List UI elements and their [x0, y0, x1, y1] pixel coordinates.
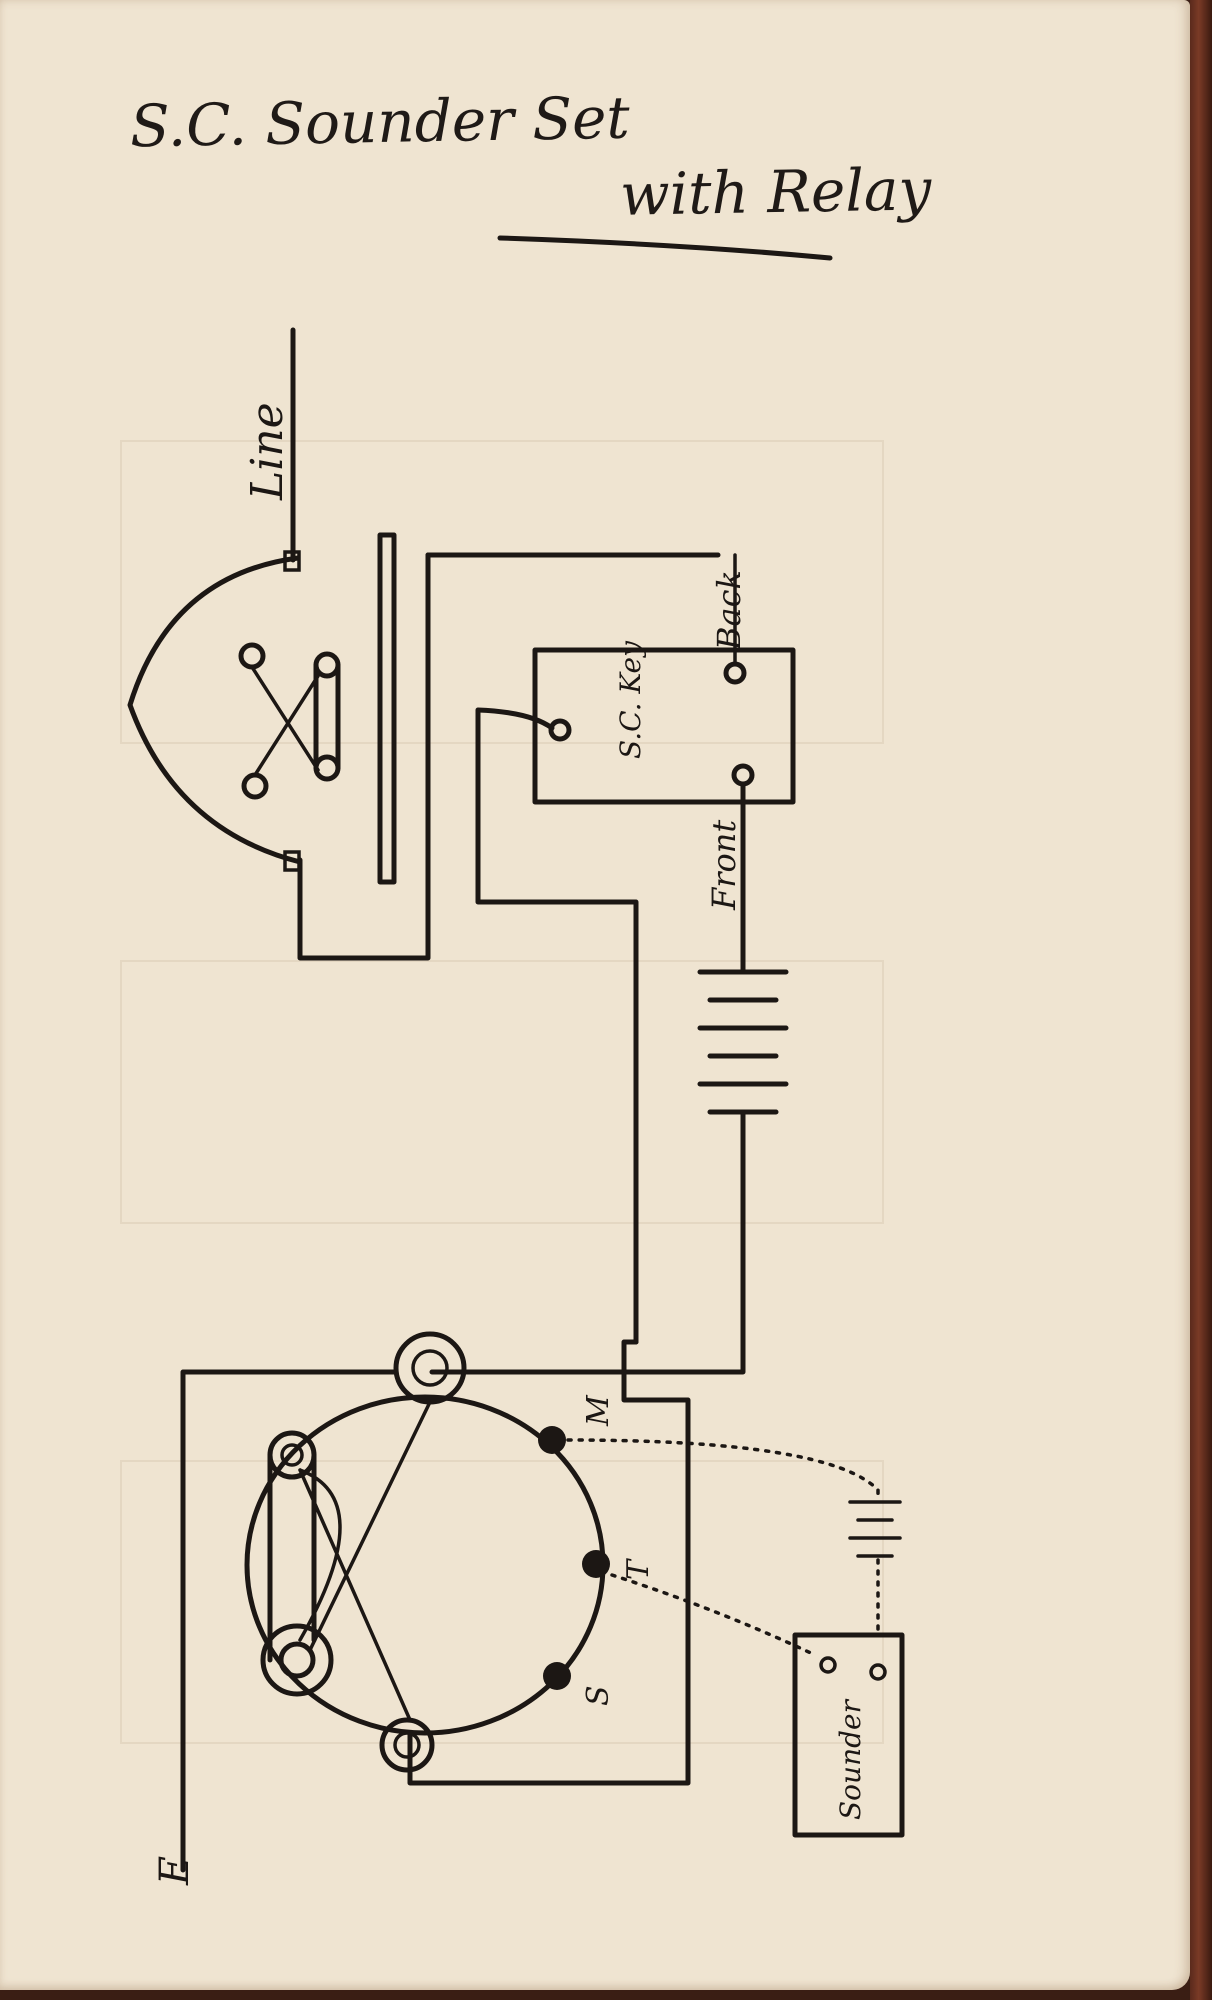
key-to-relay-wire: [475, 707, 639, 1345]
transmitter-link-bar: [267, 1452, 317, 1663]
sc-key-box: [532, 647, 796, 805]
terminal-s-label: S: [581, 1685, 616, 1706]
battery-cell: [848, 1500, 902, 1558]
sounder-terminal: [819, 1656, 837, 1674]
transmitter-terminal-bottom-outer: [379, 1717, 435, 1773]
front-label: Front: [705, 820, 743, 911]
sc-key-label: S.C. Key: [614, 640, 647, 759]
transmitter-cross-wire: [298, 1400, 432, 1722]
notebook-page: S.C. Sounder Set with Relay: [0, 0, 1190, 1990]
relay-bottom-wire: [297, 552, 431, 961]
sc-key-terminal: [548, 718, 572, 742]
title-underline: [497, 235, 833, 261]
relay-contact: [238, 642, 266, 670]
transmitter-component: M T S: [244, 1331, 656, 1773]
terminal-t-label: T: [621, 1558, 656, 1580]
battery-main: [697, 969, 789, 1115]
back-label: Back: [710, 570, 748, 651]
sounder-box: [792, 1632, 905, 1838]
relay-contact: [313, 754, 341, 782]
battery-local: [848, 1500, 902, 1558]
bleed-through-mark: [120, 960, 884, 1224]
relay-armature-bar: [377, 532, 397, 885]
transmitter-terminal-bottomleft-outer: [260, 1623, 334, 1697]
terminal-m: [538, 1426, 566, 1454]
sounder-label: Sounder: [834, 1698, 867, 1820]
transmitter-terminal-left-inner: [280, 1443, 304, 1467]
sounder-terminal: [869, 1663, 887, 1681]
local-circuit-m-wire: [566, 1438, 880, 1502]
line-label: Line: [242, 402, 293, 501]
transmitter-left-wire: [180, 1369, 398, 1873]
transmitter-right-wire: [407, 1339, 691, 1786]
battery-cell: [697, 969, 789, 1115]
terminal-s: [543, 1662, 571, 1690]
relay-contact: [241, 772, 269, 800]
relay-terminal-top: [283, 550, 301, 572]
sc-key-component: S.C. Key: [532, 640, 796, 805]
local-circuit-t-wire: [610, 1573, 817, 1657]
transmitter-terminal-bottom-inner: [393, 1731, 421, 1759]
relay-component: [127, 532, 397, 885]
sc-key-terminal: [723, 661, 747, 685]
notebook-cover-edge: [1190, 0, 1212, 2000]
sc-key-terminal: [731, 763, 755, 787]
transmitter-terminal-bottomleft-inner: [278, 1641, 316, 1679]
terminal-t: [582, 1550, 610, 1578]
relay-cross-wire: [250, 665, 320, 777]
transmitter-terminal-top-outer: [393, 1331, 467, 1405]
relay-body: [127, 555, 303, 865]
relay-coil-link: [313, 662, 341, 771]
terminal-m-label: M: [581, 1394, 616, 1427]
bleed-through-mark: [120, 1460, 884, 1744]
battery-to-transmitter-wire: [429, 1109, 746, 1375]
relay-contact: [313, 651, 341, 679]
sounder-component: Sounder: [792, 1632, 905, 1838]
earth-label: E: [152, 1856, 198, 1886]
bleed-through-mark: [120, 440, 884, 744]
transmitter-terminal-top-inner: [411, 1349, 449, 1387]
